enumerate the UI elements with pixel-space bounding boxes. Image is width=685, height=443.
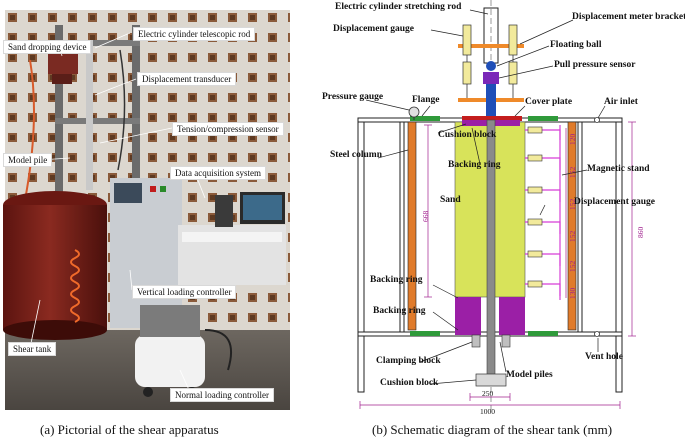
label-normal-loading-controller: Normal loading controller — [170, 388, 274, 402]
dim-label-spacing-4: 152 — [568, 230, 577, 242]
label-backing-ring-mid: Backing ring — [370, 275, 423, 285]
tank-wall-right — [577, 121, 583, 333]
outer-frame-left — [357, 121, 365, 393]
label-stretching-rod: Electric cylinder stretching rod — [335, 2, 462, 12]
clamping-block-left — [471, 334, 481, 348]
loading-frame — [55, 25, 63, 225]
label-sand-dropping-device: Sand dropping device — [3, 40, 92, 54]
label-steel-column: Steel column — [330, 150, 382, 160]
flange-right — [528, 116, 558, 121]
label-magnetic-stand: Magnetic stand — [587, 164, 650, 174]
telescopic-rod — [86, 40, 93, 190]
model-pile-lower-right — [499, 297, 525, 335]
label-floating-ball: Floating ball — [550, 40, 602, 50]
model-pile-lower-left — [455, 297, 481, 335]
label-displacement-transducer: Displacement transducer — [137, 72, 237, 86]
tank-wall-left — [399, 121, 405, 333]
dim-label-spacing-5: 152 — [568, 260, 577, 272]
label-cover-plate: Cover plate — [525, 97, 573, 107]
floating-ball — [486, 61, 496, 71]
flange-left — [410, 116, 440, 121]
label-shear-tank: Shear tank — [8, 342, 57, 356]
cushion-block-bottom — [475, 373, 507, 387]
label-sand: Sand — [440, 195, 461, 205]
label-vertical-loading-controller: Vertical loading controller — [132, 285, 237, 299]
caption-a: (a) Pictorial of the shear apparatus — [40, 422, 219, 437]
label-cushion-block-bottom: Cushion block — [380, 378, 439, 388]
label-data-acquisition-system: Data acquisition system — [170, 166, 266, 180]
label-displacement-gauge-right: Displacement gauge — [574, 197, 656, 207]
compressor — [135, 335, 205, 387]
label-clamping-block: Clamping block — [376, 356, 441, 366]
label-tension-compression-sensor: Tension/compression sensor — [172, 122, 284, 136]
label-telescopic-rod: Electric cylinder telescopic rod — [133, 27, 256, 41]
label-model-pile: Model pile — [3, 153, 53, 167]
steel-column-right — [567, 121, 577, 331]
dim-label-668: 668 — [421, 210, 430, 222]
displacement-meter-bracket — [458, 44, 524, 48]
label-backing-ring-low: Backing ring — [373, 306, 426, 316]
dim-label-250: 250 — [482, 389, 494, 398]
cover-plate-red — [462, 116, 522, 121]
vent-hole — [594, 331, 600, 337]
caption-b: (b) Schematic diagram of the shear tank … — [372, 422, 613, 437]
dim-label-spacing-1: 120 — [568, 133, 577, 145]
dim-label-860: 860 — [636, 226, 645, 238]
steel-column-left — [407, 121, 417, 331]
dim-label-1000: 1000 — [480, 407, 495, 416]
side-displacement-gauges — [527, 126, 543, 288]
dim-label-spacing-6: 130 — [568, 287, 577, 299]
outer-frame-right — [615, 121, 623, 393]
displacement-gauge-top-left — [462, 24, 472, 56]
air-inlet — [594, 117, 600, 123]
pull-pressure-sensor — [483, 72, 499, 84]
label-pull-pressure-sensor: Pull pressure sensor — [554, 60, 636, 70]
magnetic-stands — [525, 125, 561, 300]
clamping-block-right — [501, 334, 511, 348]
label-pressure-gauge: Pressure gauge — [322, 92, 384, 102]
shear-tank-photo — [3, 205, 107, 330]
label-meter-bracket: Displacement meter bracket — [572, 12, 685, 22]
label-model-piles: Model piles — [506, 370, 553, 380]
label-air-inlet: Air inlet — [604, 97, 638, 107]
label-cushion-block-top: Cushion block — [438, 130, 497, 140]
dim-label-spacing-3: 152 — [568, 198, 577, 210]
label-backing-ring-top: Backing ring — [448, 160, 501, 170]
label-displacement-gauge-top: Displacement gauge — [333, 24, 415, 34]
displacement-gauge-top-right — [508, 24, 518, 56]
label-vent-hole: Vent hole — [585, 352, 623, 362]
central-pile — [486, 119, 496, 376]
label-flange: Flange — [412, 95, 440, 105]
pressure-gauge — [408, 106, 420, 118]
loading-rod — [486, 84, 496, 120]
dim-label-spacing-2: 152 — [568, 166, 577, 178]
